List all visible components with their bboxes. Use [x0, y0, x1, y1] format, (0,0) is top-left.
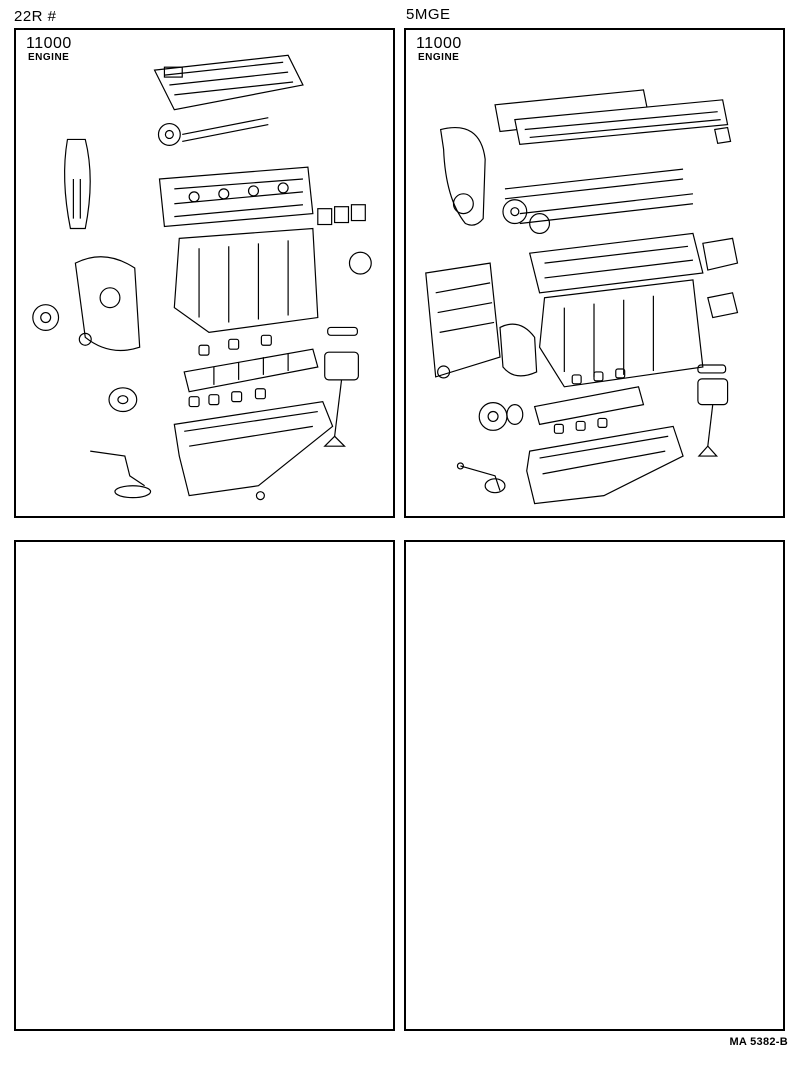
- diagram-reference-code: MA 5382-B: [729, 1036, 788, 1048]
- engine-model-label-right: 5MGE: [406, 6, 451, 23]
- part-code: 11000: [416, 35, 462, 52]
- illustration-panel-5mge[interactable]: 11000 ENGINE: [404, 28, 785, 518]
- engine-exploded-diagram-5mge: [425, 89, 739, 505]
- engine-exploded-diagram-22r: [32, 54, 372, 501]
- part-code: 11000: [26, 35, 72, 52]
- part-group: ENGINE: [28, 52, 70, 63]
- illustration-panel-22r[interactable]: 11000 ENGINE: [14, 28, 395, 518]
- part-group: ENGINE: [418, 52, 460, 63]
- engine-model-label-left: 22R #: [14, 8, 57, 25]
- blank-panel-right[interactable]: [404, 540, 785, 1031]
- blank-panel-left[interactable]: [14, 540, 395, 1031]
